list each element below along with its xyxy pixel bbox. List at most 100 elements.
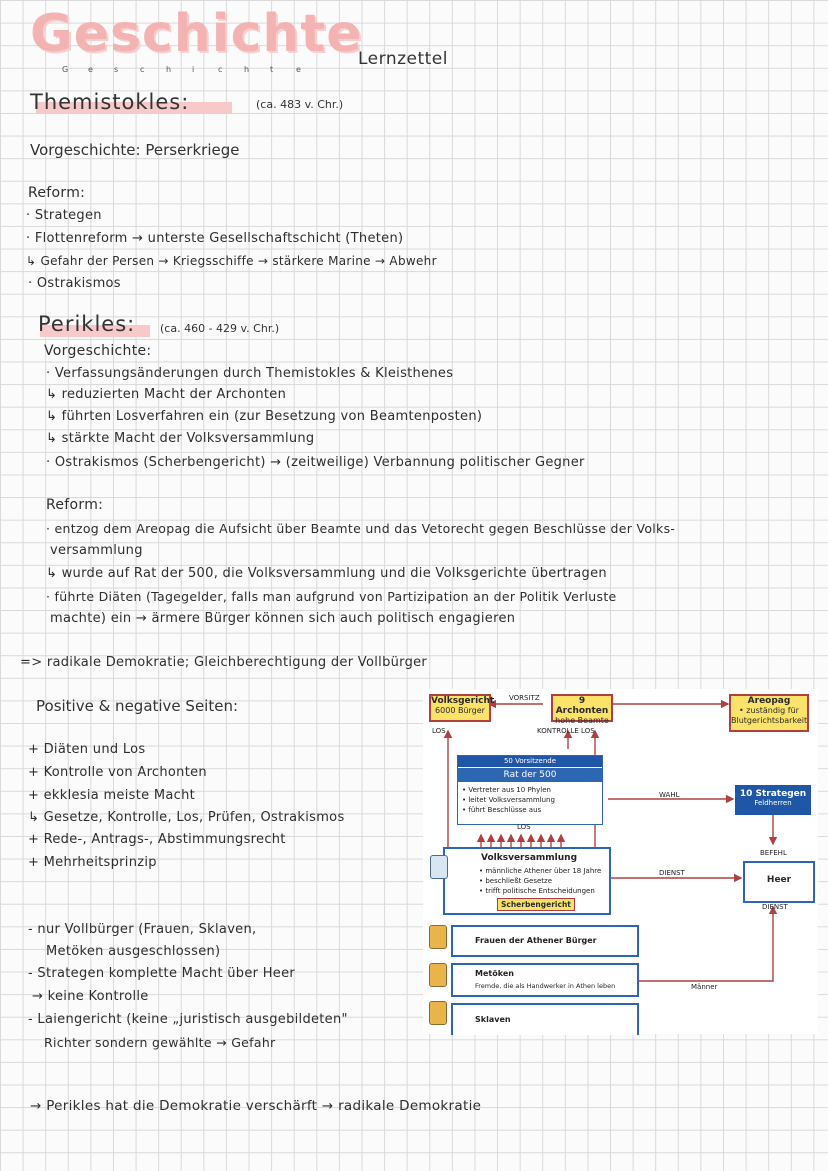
title-letter: e (296, 65, 301, 74)
final-note: → Perikles hat die Demokratie verschärft… (30, 1098, 482, 1114)
list-item: · entzog dem Areopag die Aufsicht über B… (46, 521, 676, 536)
diagram-arrows (443, 699, 778, 982)
metoeke-figure-icon (429, 963, 447, 987)
maenner-label: Männer (691, 983, 718, 991)
list-item: ↳ stärkte Macht der Volksversammlung (46, 431, 315, 446)
list-item: · Verfassungsänderungen durch Themistokl… (46, 366, 454, 381)
metoeken-title: Metöken (475, 969, 514, 978)
title-letter: t (270, 65, 274, 74)
list-item: versammlung (50, 543, 143, 558)
themistokles-heading: Themistokles: (30, 90, 190, 114)
perikles-date: (ca. 460 - 429 v. Chr.) (160, 322, 280, 335)
pro-item: + Rede-, Antrags-, Abstimmungsrecht (28, 832, 286, 847)
vv-item: • männliche Athener über 18 Jahre (479, 867, 602, 875)
list-item: ↳ führten Losverfahren ein (zur Besetzun… (46, 409, 483, 424)
con-item: Richter sondern gewählte → Gefahr (44, 1035, 276, 1050)
heading-highlight (36, 102, 232, 114)
strategen-box: 10 Strategen Feldherren (735, 785, 811, 815)
title-letter: h (244, 65, 250, 74)
title-letter: s (114, 65, 119, 74)
rat-item: • führt Beschlüsse aus (462, 806, 542, 814)
perikles-heading: Perikles: (38, 312, 136, 336)
title-letter: c (218, 65, 223, 74)
vv-item: • trifft politische Entscheidungen (479, 887, 595, 895)
con-item: Metöken ausgeschlossen) (46, 944, 221, 959)
pro-item: ↳ Gesetze, Kontrolle, Los, Prüfen, Ostra… (28, 810, 345, 825)
con-item: - Laiengericht (keine „juristisch ausgeb… (28, 1012, 348, 1027)
los-label: LOS (432, 727, 446, 735)
con-item: - Strategen komplette Macht über Heer (28, 966, 296, 981)
pro-item: + Mehrheitsprinzip (28, 855, 157, 870)
perikles-reform-label: Reform: (46, 497, 104, 513)
constitution-diagram: Volksgericht 6000 Bürger VORSITZ 9 Archo… (423, 689, 818, 1035)
sklaven-label: Sklaven (475, 1015, 511, 1024)
themistokles-reform-label: Reform: (28, 185, 86, 201)
list-item: · führte Diäten (Tagegelder, falls man a… (46, 589, 617, 604)
los-label: LOS (517, 823, 531, 831)
rat-item: • Vertreter aus 10 Phylen (462, 786, 551, 794)
con-item: → keine Kontrolle (32, 989, 149, 1004)
archonten-box: 9 Archonten hohe Beamte (551, 694, 613, 725)
list-item: ↳ reduzierten Macht der Archonten (46, 387, 287, 402)
themistokles-vorgeschichte: Vorgeschichte: Perserkriege (30, 141, 240, 159)
page-title: Geschichte (30, 4, 363, 64)
metoeken-sub: Fremde, die als Handwerker in Athen lebe… (475, 982, 616, 990)
title-letter: c (140, 65, 145, 74)
heer-title: Heer (766, 875, 792, 885)
kontrolle-los-label: KONTROLLE LOS (537, 727, 595, 735)
heading-highlight (40, 325, 150, 337)
con-item: - nur Vollbürger (Frauen, Sklaven, (28, 922, 257, 937)
befehl-label: BEFEHL (760, 849, 787, 857)
frauen-label: Frauen der Athener Bürger (475, 936, 597, 945)
strategen-sub: Feldherren (754, 799, 792, 807)
slave-figure-icon (429, 1001, 447, 1025)
metoeken-box: Metöken Fremde, die als Handwerker in At… (451, 963, 639, 997)
title-letter: i (192, 65, 195, 74)
rat-der-500-box: 50 Vorsitzende Rat der 500 • Vertreter a… (457, 755, 603, 825)
perikles-vorgeschichte-label: Vorgeschichte: (44, 343, 152, 359)
scherbengericht-badge: Scherbengericht (497, 898, 575, 911)
perikles-conclusion: => radikale Demokratie; Gleichberechtigu… (20, 655, 428, 670)
dienst-label: DIENST (762, 903, 788, 911)
volksgericht-sub: 6000 Bürger (435, 706, 485, 715)
volksgericht-title: Volksgericht (431, 696, 495, 706)
rat-vorsitzende: 50 Vorsitzende (458, 756, 602, 767)
list-item: · Strategen (26, 208, 102, 223)
vv-item: • beschließt Gesetze (479, 877, 553, 885)
volksversammlung-title: Volksversammlung (481, 853, 578, 863)
list-item: ↳ wurde auf Rat der 500, die Volksversam… (46, 566, 607, 581)
strategen-title: 10 Strategen (739, 789, 807, 799)
dienst-label: DIENST (659, 869, 685, 877)
wahl-label: WAHL (659, 791, 680, 799)
title-letter: h (166, 65, 172, 74)
areopag-sub1: • zuständig für (739, 706, 799, 715)
archonten-sub: hohe Beamte (555, 716, 609, 725)
rat-item: • leitet Volksversammlung (462, 796, 555, 804)
rat-title: Rat der 500 (458, 768, 602, 782)
pro-item: + ekklesia meiste Macht (28, 788, 196, 803)
frauen-box: Frauen der Athener Bürger (451, 925, 639, 957)
pros-cons-heading: Positive & negative Seiten: (36, 697, 239, 715)
volksversammlung-box: Volksversammlung • männliche Athener übe… (443, 847, 611, 915)
woman-figure-icon (429, 925, 447, 949)
archonten-title: 9 Archonten (555, 696, 609, 716)
page-subtitle: Lernzettel (358, 49, 448, 69)
list-item: · Flottenreform → unterste Gesellschafts… (26, 231, 404, 246)
title-letter: G (62, 65, 69, 74)
vorsitz-label: VORSITZ (509, 694, 540, 702)
list-item: ↳ Gefahr der Persen → Kriegsschiffe → st… (26, 254, 437, 268)
areopag-title: Areopag (747, 696, 791, 706)
volksgericht-box: Volksgericht 6000 Bürger (429, 694, 495, 722)
sklaven-box: Sklaven (451, 1003, 639, 1035)
list-item: · Ostrakismos (28, 276, 121, 291)
pro-item: + Kontrolle von Archonten (28, 765, 207, 780)
list-item: machte) ein → ärmere Bürger können sich … (50, 611, 516, 626)
areopag-sub2: Blutgerichtsbarkeit (731, 716, 808, 725)
heer-box: Heer (743, 861, 815, 903)
citizen-figure-icon (430, 855, 448, 879)
title-letter: e (88, 65, 93, 74)
list-item: · Ostrakismos (Scherbengericht) → (zeitw… (46, 455, 585, 470)
areopag-box: Areopag • zuständig für Blutgerichtsbark… (729, 694, 809, 732)
pro-item: + Diäten und Los (28, 742, 146, 757)
